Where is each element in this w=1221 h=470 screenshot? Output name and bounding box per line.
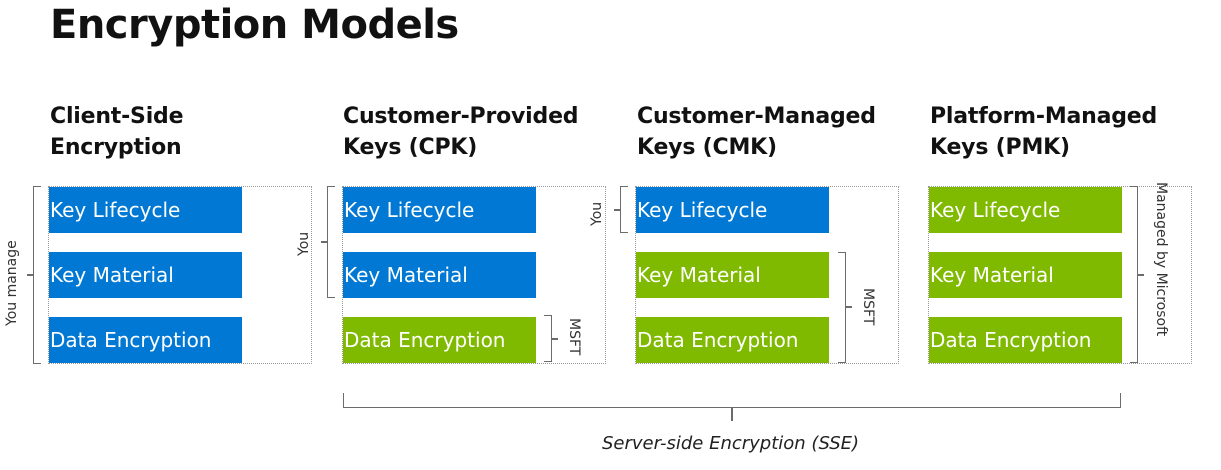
sse-label: Server-side Encryption (SSE) bbox=[601, 433, 860, 454]
managed-by-microsoft-label: Managed by Microsoft bbox=[1153, 182, 1169, 337]
cpk-data-encryption-box: Data Encryption bbox=[343, 317, 536, 363]
column-title-pmk: Platform-Managed Keys (PMK) bbox=[930, 101, 1157, 163]
column-title-line1: Customer-Provided bbox=[343, 104, 579, 129]
client-data-encryption-box: Data Encryption bbox=[49, 317, 242, 363]
cpk-key-lifecycle-box: Key Lifecycle bbox=[343, 187, 536, 233]
cmk-you-bracket bbox=[620, 186, 628, 233]
you-manage-bracket bbox=[33, 186, 41, 364]
pmk-key-lifecycle-box: Key Lifecycle bbox=[929, 187, 1122, 233]
cmk-you-label: You bbox=[589, 201, 605, 226]
you-manage-bracket-tick bbox=[27, 274, 34, 276]
sse-bracket bbox=[343, 393, 1121, 408]
pmk-panel bbox=[928, 186, 1192, 364]
pmk-data-encryption-box: Data Encryption bbox=[929, 317, 1122, 363]
column-title-cpk: Customer-Provided Keys (CPK) bbox=[343, 101, 579, 163]
cpk-panel bbox=[342, 186, 606, 364]
cpk-you-bracket-tick bbox=[321, 241, 328, 243]
column-title-line2: Keys (PMK) bbox=[930, 135, 1070, 160]
cmk-data-encryption-box: Data Encryption bbox=[636, 317, 829, 363]
cpk-you-bracket bbox=[327, 186, 335, 298]
cmk-msft-bracket bbox=[838, 252, 846, 363]
pmk-key-material-box: Key Material bbox=[929, 252, 1122, 298]
column-title-line2: Keys (CMK) bbox=[637, 135, 777, 160]
cmk-you-bracket-tick bbox=[614, 209, 621, 211]
page-title: Encryption Models bbox=[50, 2, 459, 48]
cmk-panel bbox=[635, 186, 899, 364]
column-title-line2: Keys (CPK) bbox=[343, 135, 478, 160]
cpk-msft-label: MSFT bbox=[566, 318, 582, 356]
column-title-line2: Encryption bbox=[50, 135, 182, 160]
column-title-client-side: Client-Side Encryption bbox=[50, 101, 184, 163]
cmk-msft-label: MSFT bbox=[860, 288, 876, 326]
client-side-panel bbox=[48, 186, 312, 364]
sse-bracket-tick bbox=[731, 407, 733, 421]
cpk-you-label: You bbox=[296, 231, 312, 256]
cmk-key-material-box: Key Material bbox=[636, 252, 829, 298]
column-title-line1: Customer-Managed bbox=[637, 104, 876, 129]
managed-by-microsoft-bracket-tick bbox=[1137, 274, 1144, 276]
cpk-key-material-box: Key Material bbox=[343, 252, 536, 298]
you-manage-label: You manage bbox=[4, 240, 20, 326]
column-title-line1: Client-Side bbox=[50, 104, 184, 129]
client-key-material-box: Key Material bbox=[49, 252, 242, 298]
cmk-msft-bracket-tick bbox=[845, 306, 852, 308]
column-title-line1: Platform-Managed bbox=[930, 104, 1158, 129]
client-key-lifecycle-box: Key Lifecycle bbox=[49, 187, 242, 233]
cmk-key-lifecycle-box: Key Lifecycle bbox=[636, 187, 829, 233]
column-title-cmk: Customer-Managed Keys (CMK) bbox=[637, 101, 876, 163]
cpk-msft-bracket-tick bbox=[551, 338, 558, 340]
